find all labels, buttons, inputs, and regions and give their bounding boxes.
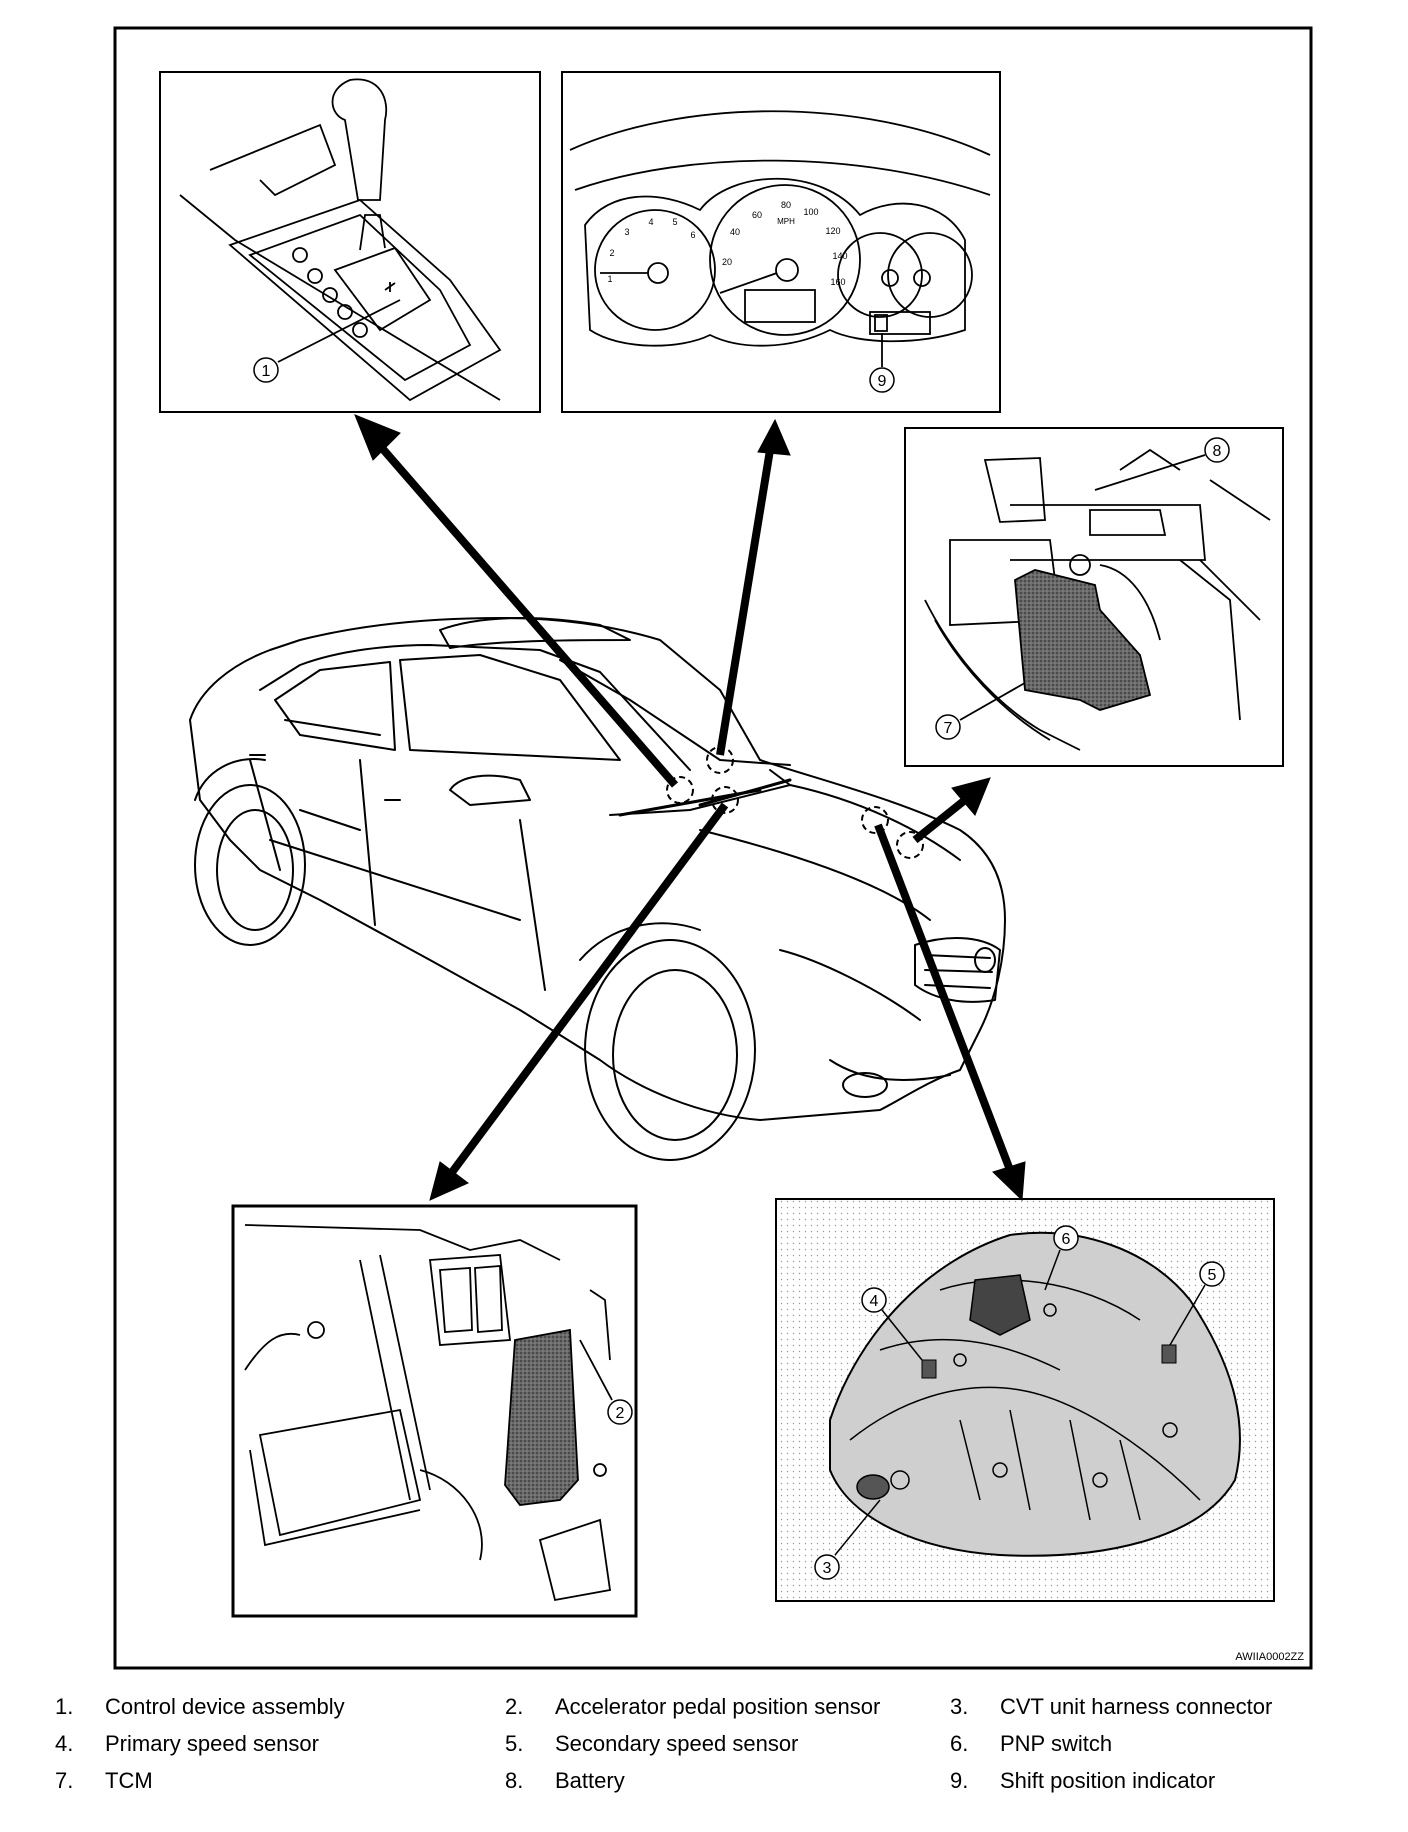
inset-cvt-transaxle: 6 4 5 3 xyxy=(775,1198,1275,1602)
legend-text: Shift position indicator xyxy=(1000,1768,1216,1793)
speedo-tick-120: 120 xyxy=(825,226,840,236)
callout-4: 4 xyxy=(870,1293,879,1310)
pointer-arrows xyxy=(354,414,1026,1202)
speedo-tick-60: 60 xyxy=(752,210,762,220)
speedo-tick-160: 160 xyxy=(830,277,845,287)
legend-num: 4. xyxy=(55,1731,74,1756)
component-location-diagram: 1 20 40 60 80 100 xyxy=(113,26,1313,1670)
speedo-tick-100: 100 xyxy=(803,207,818,217)
callout-3: 3 xyxy=(823,1560,832,1577)
legend-num: 8. xyxy=(505,1768,524,1793)
legend-num: 9. xyxy=(950,1768,969,1793)
legend-num: 3. xyxy=(950,1694,969,1719)
inset-shift-lever: 1 xyxy=(159,71,541,413)
inset-tcm-battery: 8 7 xyxy=(904,427,1284,767)
callout-8: 8 xyxy=(1213,443,1222,460)
legend-text: PNP switch xyxy=(1000,1731,1113,1756)
accelerator-pedal-sensor-body xyxy=(504,1328,579,1506)
tacho-tick-4: 4 xyxy=(648,217,653,227)
legend-text: CVT unit harness connector xyxy=(1000,1694,1273,1719)
callout-1: 1 xyxy=(262,363,271,380)
legend-text: Primary speed sensor xyxy=(105,1731,319,1756)
legend-num: 2. xyxy=(505,1694,524,1719)
legend-num: 7. xyxy=(55,1768,74,1793)
speedo-tick-140: 140 xyxy=(832,251,847,261)
tcm-unit xyxy=(1014,569,1152,711)
callout-9: 9 xyxy=(878,373,887,390)
primary-speed-sensor-body xyxy=(921,1359,937,1379)
secondary-speed-sensor-body xyxy=(1161,1344,1177,1364)
callout-7: 7 xyxy=(944,720,953,737)
tacho-tick-6: 6 xyxy=(690,230,695,240)
outer-frame xyxy=(113,26,1313,1670)
legend-text: Secondary speed sensor xyxy=(555,1731,799,1756)
tacho-tick-2: 2 xyxy=(609,248,614,258)
speedo-tick-80: 80 xyxy=(781,200,791,210)
speedo-unit: MPH xyxy=(777,217,795,226)
callout-5: 5 xyxy=(1208,1267,1217,1284)
legend-num: 6. xyxy=(950,1731,969,1756)
legend-text: TCM xyxy=(105,1768,153,1793)
inset-accelerator-pedal: 2 xyxy=(231,1204,638,1618)
legend: 1. Control device assembly 2. Accelerato… xyxy=(0,1685,1408,1815)
legend-num: 5. xyxy=(505,1731,524,1756)
legend-num: 1. xyxy=(55,1694,74,1719)
speedo-tick-40: 40 xyxy=(730,227,740,237)
legend-text: Battery xyxy=(555,1768,625,1793)
callout-6: 6 xyxy=(1062,1231,1071,1248)
tacho-tick-1: 1 xyxy=(607,274,612,284)
pnp-switch-body xyxy=(969,1274,1031,1336)
legend-text: Accelerator pedal position sensor xyxy=(555,1694,881,1719)
tacho-tick-5: 5 xyxy=(672,217,677,227)
tacho-tick-3: 3 xyxy=(624,227,629,237)
figure-code: AWIIA0002ZZ xyxy=(1235,1651,1304,1663)
inset-combination-meter: 20 40 60 80 100 120 140 160 MPH 1 2 3 4 … xyxy=(561,71,1001,413)
harness-connector-body xyxy=(856,1474,890,1500)
legend-text: Control device assembly xyxy=(105,1694,345,1719)
callout-2: 2 xyxy=(616,1405,625,1422)
speedo-tick-20: 20 xyxy=(722,257,732,267)
